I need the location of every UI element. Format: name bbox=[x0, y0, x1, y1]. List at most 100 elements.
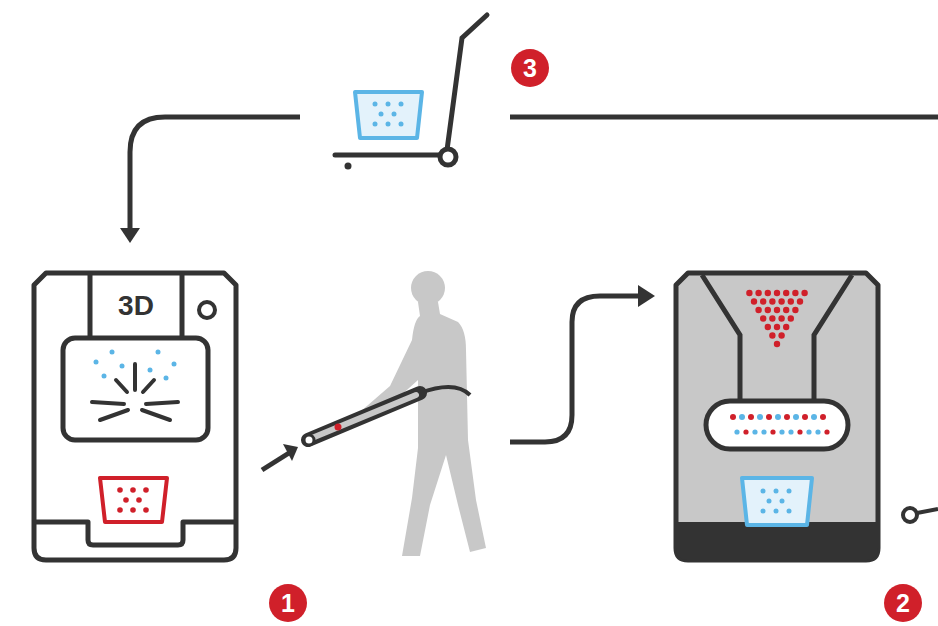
powder-dot bbox=[783, 324, 789, 330]
printer-tray bbox=[34, 522, 236, 545]
flow-arrow bbox=[262, 453, 289, 470]
cart-base bbox=[335, 153, 440, 158]
powder-dot bbox=[739, 414, 745, 420]
powder-dot bbox=[784, 414, 790, 420]
powder-dot bbox=[788, 298, 794, 304]
powder-dot bbox=[117, 487, 123, 493]
operator-body bbox=[360, 302, 486, 556]
operator-head bbox=[411, 271, 445, 305]
powder-dot bbox=[769, 298, 775, 304]
arrow-head bbox=[283, 444, 298, 461]
powder-dot bbox=[760, 315, 766, 321]
callout-circle bbox=[511, 49, 549, 87]
sieving-machine bbox=[676, 273, 878, 560]
powder-dots bbox=[94, 350, 177, 381]
sieve-powder bbox=[730, 414, 830, 435]
powder-dot bbox=[117, 507, 123, 513]
powder-dot bbox=[802, 414, 808, 420]
powder-dot bbox=[761, 429, 766, 434]
powder-dot bbox=[770, 429, 775, 434]
powder-dot bbox=[761, 509, 766, 514]
powder-dot bbox=[787, 489, 792, 494]
powder-dot bbox=[783, 290, 789, 296]
callout-number: 3 bbox=[510, 48, 550, 88]
callout-circle bbox=[269, 584, 307, 622]
powder-dot bbox=[110, 350, 115, 355]
powder-dot bbox=[801, 290, 807, 296]
node-label: 3D bbox=[90, 290, 182, 322]
arrow-head bbox=[638, 285, 655, 307]
powder-dot bbox=[130, 507, 136, 513]
powder-dot bbox=[778, 332, 784, 338]
powder-dot bbox=[757, 414, 763, 420]
powder-dot bbox=[760, 298, 766, 304]
powder-dot bbox=[778, 315, 784, 321]
powder-bin bbox=[355, 92, 422, 138]
powder-dot bbox=[792, 307, 798, 313]
powder-dot bbox=[94, 360, 99, 365]
powder-dot bbox=[824, 429, 829, 434]
powder-dot bbox=[120, 364, 125, 369]
powder-dot bbox=[820, 414, 826, 420]
powder-dot bbox=[136, 497, 142, 503]
powder-bin bbox=[100, 478, 167, 522]
powder-dot bbox=[774, 509, 779, 514]
powder-dot bbox=[787, 509, 792, 514]
connector-end bbox=[903, 508, 917, 522]
powder-dot bbox=[752, 429, 757, 434]
printer-box: 3D bbox=[31, 270, 239, 564]
powder-dot bbox=[130, 487, 136, 493]
hose-nozzle bbox=[304, 435, 314, 445]
powder-dot bbox=[761, 489, 766, 494]
powder-dot bbox=[767, 499, 772, 504]
powder-dot bbox=[335, 424, 342, 431]
printer-panel bbox=[90, 273, 182, 338]
powder-dot bbox=[748, 414, 754, 420]
return-line bbox=[917, 509, 938, 513]
powder-dot bbox=[143, 487, 149, 493]
flow-arrow bbox=[510, 296, 640, 442]
powder-dot bbox=[765, 307, 771, 313]
printer-button bbox=[199, 302, 215, 318]
powder-dot bbox=[746, 290, 752, 296]
powder-dot bbox=[815, 429, 820, 434]
powder-dot bbox=[755, 290, 761, 296]
powder-dot bbox=[399, 122, 404, 127]
powder-dot bbox=[806, 429, 811, 434]
powder-dot bbox=[148, 368, 153, 373]
powder-dot bbox=[123, 497, 129, 503]
powder-dot bbox=[780, 499, 785, 504]
powder-dot bbox=[783, 307, 789, 313]
powder-dot bbox=[386, 122, 391, 127]
powder-dot bbox=[373, 122, 378, 127]
powder-dot bbox=[730, 414, 736, 420]
machine-base bbox=[676, 522, 878, 560]
powder-dot bbox=[788, 315, 794, 321]
powder-dot bbox=[774, 290, 780, 296]
powder-dot bbox=[797, 429, 802, 434]
return-line bbox=[130, 117, 300, 228]
powder-dot bbox=[164, 376, 169, 381]
callout-number: 2 bbox=[883, 583, 923, 623]
powder-dot bbox=[769, 315, 775, 321]
powder-dot bbox=[775, 414, 781, 420]
powder-dot bbox=[172, 362, 177, 367]
sieve bbox=[706, 401, 848, 449]
powder-dot bbox=[788, 429, 793, 434]
laser-lines bbox=[92, 364, 178, 420]
powder-dot bbox=[743, 429, 748, 434]
cart-wheel bbox=[440, 149, 456, 165]
powder-dot bbox=[774, 307, 780, 313]
powder-dot bbox=[793, 414, 799, 420]
powder-dot bbox=[765, 290, 771, 296]
powder-dot bbox=[755, 307, 761, 313]
powder-dot bbox=[769, 332, 775, 338]
build-window bbox=[63, 338, 208, 440]
powder-dot bbox=[774, 324, 780, 330]
return-line bbox=[510, 115, 938, 120]
powder-dot bbox=[734, 429, 739, 434]
powder-dot bbox=[751, 298, 757, 304]
hose-inner bbox=[312, 395, 416, 438]
powder-dots bbox=[761, 489, 792, 514]
powder-dot bbox=[399, 102, 404, 107]
